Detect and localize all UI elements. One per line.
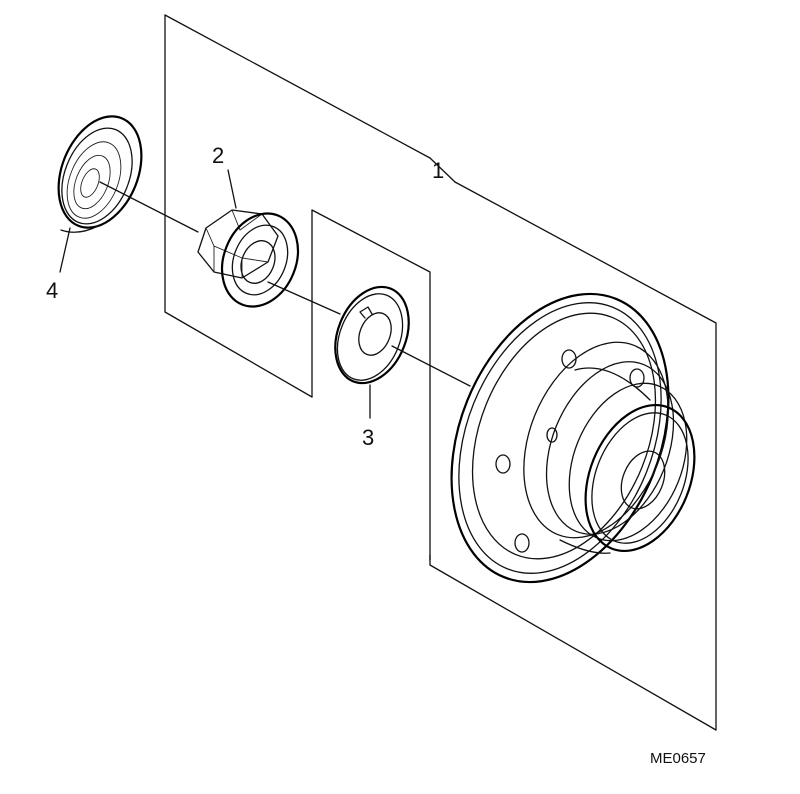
assembly-axis — [99, 181, 471, 387]
callout-1: 1 — [432, 158, 444, 183]
assembly-frame — [164, 14, 717, 731]
wheel-hub — [450, 292, 696, 584]
callout-2: 2 — [212, 143, 224, 168]
reference-code: ME0657 — [650, 750, 706, 767]
callout-3: 3 — [362, 425, 374, 450]
hub-cap — [57, 115, 143, 233]
callout-4: 4 — [46, 278, 58, 303]
callout-leaders — [59, 157, 456, 419]
hex-flange-nut — [197, 209, 300, 308]
tab-washer — [334, 285, 410, 385]
